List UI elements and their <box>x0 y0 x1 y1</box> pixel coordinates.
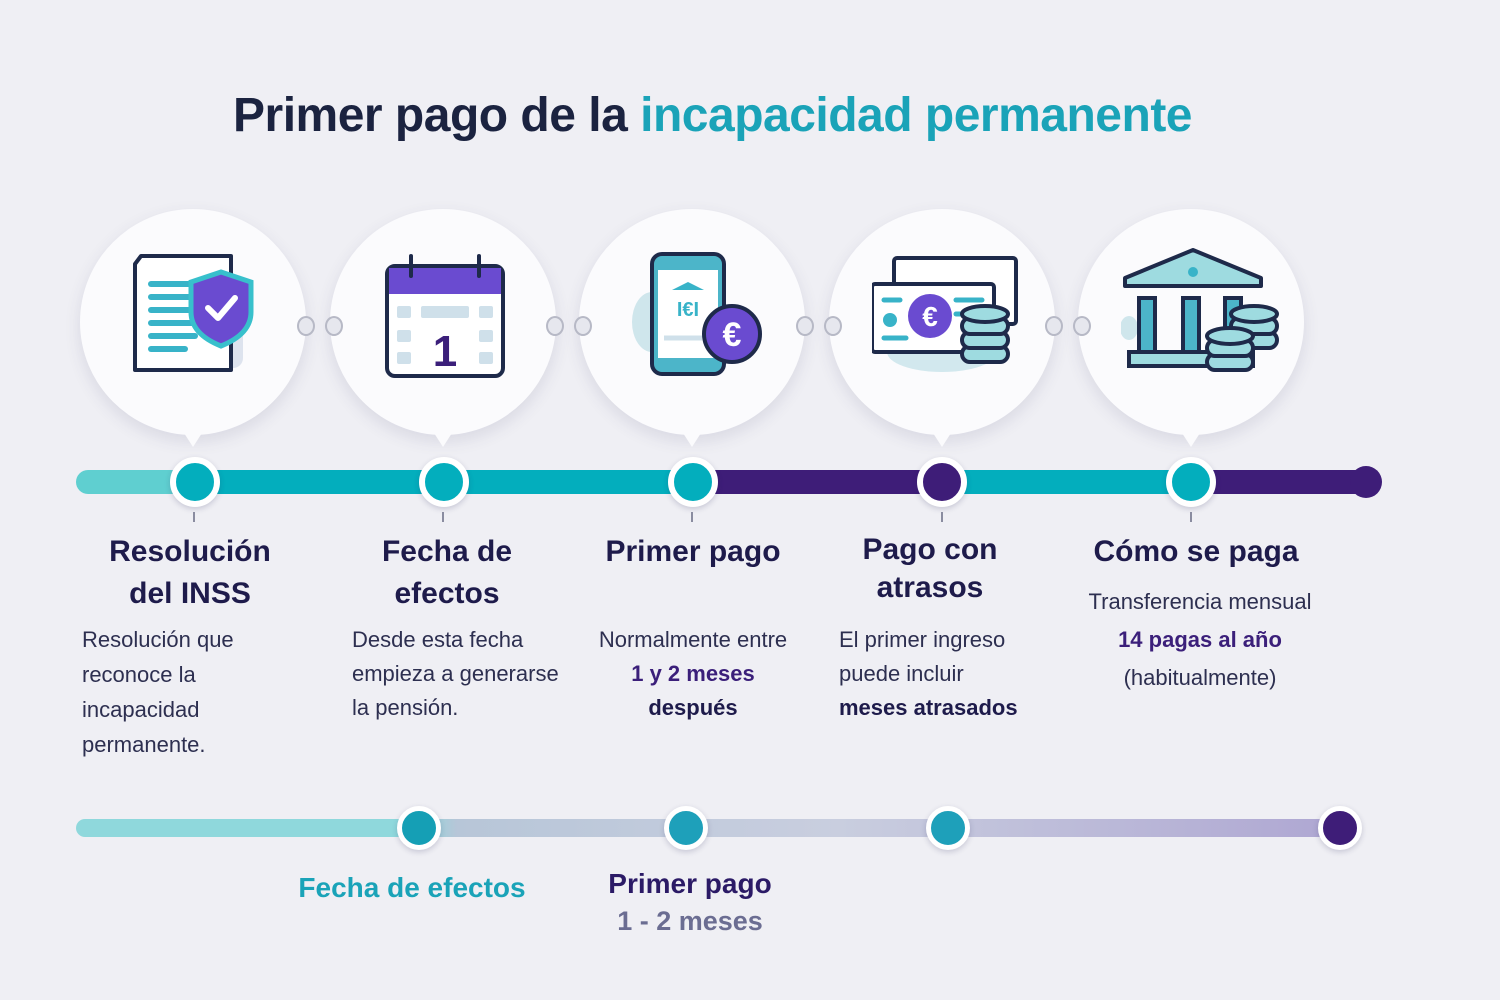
connector-dot <box>297 316 315 336</box>
title-highlight: incapacidad permanente <box>640 89 1192 142</box>
svg-text:I€I: I€I <box>677 299 699 321</box>
title-part-1: Primer pago de la <box>233 89 628 142</box>
svg-text:€: € <box>723 316 742 354</box>
connector-dot <box>325 316 343 336</box>
bottom-label-fecha-efectos: Fecha de efectos <box>298 872 526 903</box>
timeline-segment <box>942 470 1194 494</box>
connector-dot <box>546 316 564 336</box>
timeline-node-1 <box>170 457 220 507</box>
timeline-segment <box>1191 470 1367 494</box>
bottom-timeline-bar <box>76 819 1346 837</box>
banknotes-coins-icon: € <box>872 256 1018 372</box>
timeline-node-5 <box>1166 457 1216 507</box>
connector-dot <box>1073 316 1091 336</box>
timeline-segment <box>692 470 944 494</box>
bottom-node-2 <box>664 806 708 850</box>
bottom-node-3 <box>926 806 970 850</box>
page-title: Primer pago de la incapacidad permanente <box>0 88 1425 143</box>
connector-dot <box>574 316 592 336</box>
connector-dot <box>1045 316 1063 336</box>
bottom-node-1 <box>397 806 441 850</box>
bottom-label-primer-pago: Primer pago <box>608 868 772 899</box>
document-shield-icon <box>133 254 254 372</box>
bottom-label-duration: 1 - 2 meses <box>617 906 763 936</box>
bank-coins-icon <box>1121 248 1279 372</box>
tick <box>193 512 195 522</box>
timeline-node-4 <box>917 457 967 507</box>
connector-dot <box>796 316 814 336</box>
calendar-day: 1 <box>433 327 457 376</box>
timeline-node-3 <box>668 457 718 507</box>
tick <box>691 512 693 522</box>
phone-euro-icon: I€I € <box>632 252 762 376</box>
step-3-title: Primer pago <box>605 535 781 568</box>
step-1-bubble <box>80 209 306 447</box>
calendar-icon: 1 <box>385 254 505 378</box>
step-4-bubble: € <box>829 209 1055 447</box>
timeline-node-2 <box>419 457 469 507</box>
step-3-bubble: I€I € <box>579 209 805 447</box>
svg-text:€: € <box>922 301 938 332</box>
tick <box>442 512 444 522</box>
bottom-node-4 <box>1318 806 1362 850</box>
connector-dot <box>824 316 842 336</box>
tick <box>941 512 943 522</box>
step-5-bubble <box>1078 209 1304 447</box>
timeline-end-dot <box>1350 466 1382 498</box>
step-5-title: Cómo se paga <box>1093 535 1299 568</box>
step-2-bubble: 1 <box>330 209 556 447</box>
tick <box>1190 512 1192 522</box>
